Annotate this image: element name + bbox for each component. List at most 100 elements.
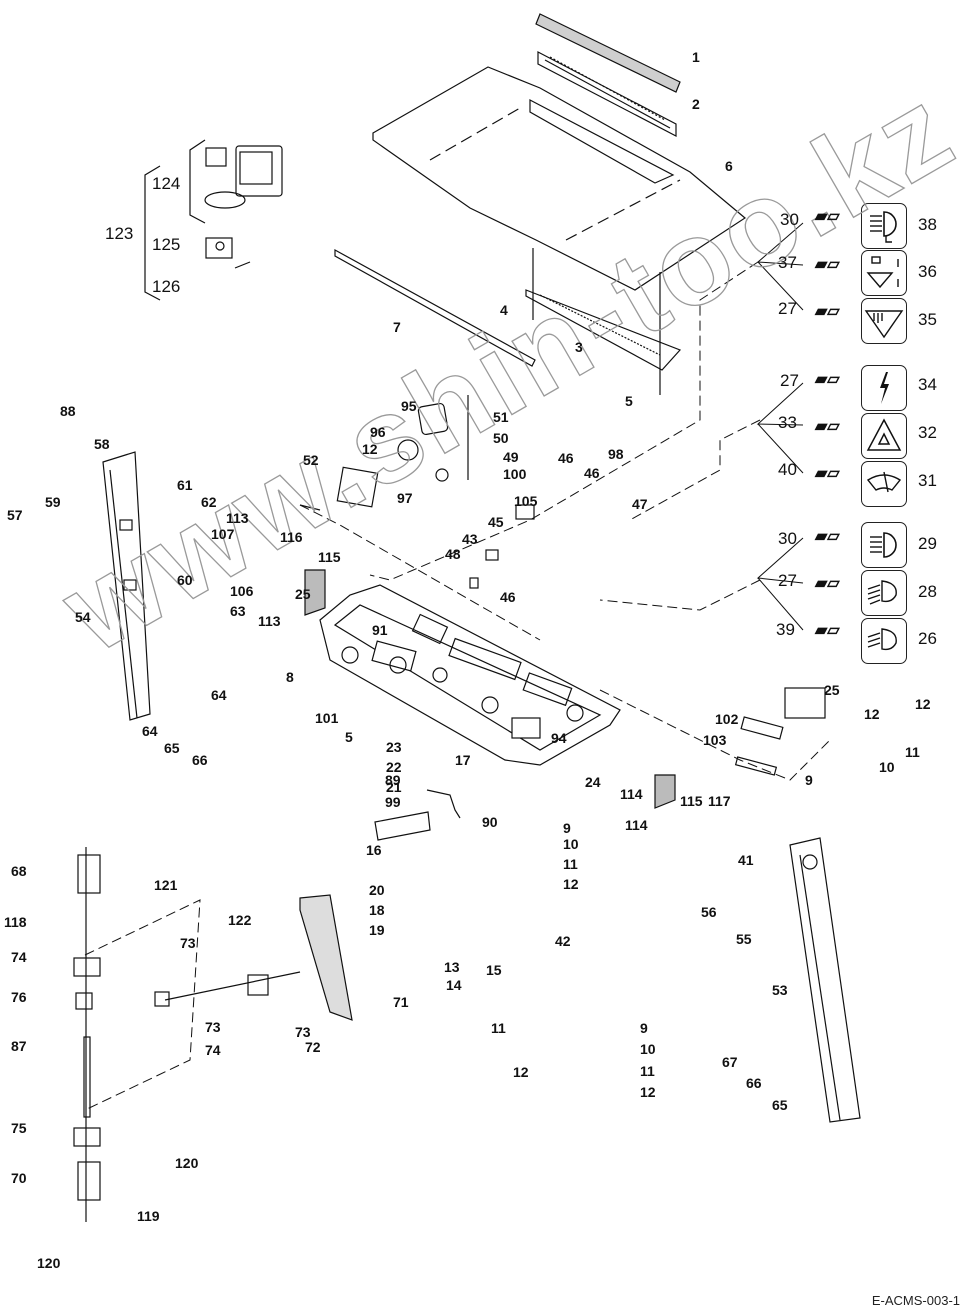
- part-label: 107: [211, 526, 235, 542]
- part-label: 12: [864, 706, 880, 722]
- part-label: 63: [230, 603, 246, 619]
- part-label: 25: [824, 682, 840, 698]
- switch-label: 27: [778, 299, 797, 318]
- part-label: 95: [401, 398, 417, 414]
- symbol-label: 26: [918, 629, 937, 648]
- part-label: 114: [620, 786, 643, 802]
- part-label: 70: [11, 1170, 27, 1186]
- part-label: 119: [137, 1208, 160, 1224]
- part-label: 116: [280, 529, 303, 545]
- part-label: 113: [258, 613, 281, 629]
- part-label: 50: [493, 430, 509, 446]
- electrical-components: [299, 395, 826, 841]
- switch-label: 39: [776, 620, 795, 639]
- work-light-icon: [867, 580, 897, 605]
- part-label: 89: [385, 772, 401, 788]
- symbol-label: 35: [918, 310, 937, 329]
- switch-connector-icon: ▰▱: [815, 371, 840, 388]
- part-label: 10: [640, 1041, 656, 1057]
- door-lock-rod: [73, 847, 353, 1222]
- part-label: 45: [488, 514, 504, 530]
- part-label: 103: [703, 732, 727, 748]
- hazard-symbol: [861, 413, 907, 459]
- cab-tilt-icon: [866, 256, 899, 289]
- switch-connector-icon: ▰▱: [815, 622, 840, 639]
- part-label: 115: [318, 549, 341, 565]
- switch-label: 27: [780, 371, 799, 390]
- part-label: 54: [75, 609, 91, 625]
- rear-work-light-symbol: [861, 618, 907, 664]
- part-label: 115: [680, 793, 703, 809]
- switch-connector-icon: ▰▱: [815, 303, 840, 320]
- switch-label: 27: [778, 571, 797, 590]
- part-label: 72: [305, 1039, 321, 1055]
- part-label: 125: [152, 235, 181, 254]
- part-label: 101: [315, 710, 339, 726]
- switch-label: 30: [780, 210, 799, 229]
- part-label: 73: [180, 935, 196, 951]
- part-label: 88: [60, 403, 76, 419]
- part-label: 24: [585, 774, 601, 790]
- part-label: 46: [584, 465, 600, 481]
- part-label: 67: [722, 1054, 738, 1070]
- part-label: 74: [205, 1042, 221, 1058]
- part-label: 58: [94, 436, 110, 452]
- lightning-icon: [880, 372, 889, 404]
- part-label: 12: [640, 1084, 656, 1100]
- part-label: 11: [640, 1063, 655, 1079]
- wiper-icon: [866, 471, 902, 493]
- part-label: 46: [558, 450, 574, 466]
- part-label: 15: [486, 962, 502, 978]
- part-label: 126: [152, 277, 181, 296]
- part-label: 59: [45, 494, 61, 510]
- part-label: 106: [230, 583, 254, 599]
- part-label: 71: [393, 994, 409, 1010]
- part-label: 20: [369, 882, 385, 898]
- part-label: 68: [11, 863, 27, 879]
- part-label: 11: [905, 744, 920, 760]
- part-label: 11: [563, 856, 578, 872]
- headlight-icon: [870, 532, 897, 558]
- symbol-label: 32: [918, 423, 937, 442]
- part-label: 117: [708, 793, 731, 809]
- part-label: 9: [563, 820, 571, 836]
- switch-tree-lines: [756, 222, 804, 631]
- part-label: 56: [701, 904, 717, 920]
- part-label: 96: [370, 424, 386, 440]
- switch-label: 30: [778, 529, 797, 548]
- part-label: 18: [369, 902, 385, 918]
- rear-work-light-icon: [867, 628, 897, 651]
- part-label: 25: [295, 586, 311, 602]
- drawing-code: E-ACMS-003-1: [871, 1293, 960, 1308]
- high-beam-icon: [870, 211, 897, 243]
- grille-bottom: [525, 248, 682, 395]
- part-label: 105: [514, 493, 538, 509]
- part-label: 76: [11, 989, 27, 1005]
- part-label: 74: [11, 949, 27, 965]
- switch-label: 40: [778, 460, 797, 479]
- part-label: 48: [445, 546, 461, 562]
- part-label: 52: [303, 452, 319, 468]
- part-label: 87: [11, 1038, 27, 1054]
- symbol-label: 29: [918, 534, 937, 553]
- part-label: 102: [715, 711, 739, 727]
- part-label: 55: [736, 931, 752, 947]
- part-label: 61: [177, 477, 193, 493]
- part-label: 47: [632, 496, 648, 512]
- part-label: 73: [295, 1024, 311, 1040]
- part-label: 22: [386, 759, 402, 775]
- part-label: 57: [7, 507, 23, 523]
- switch-connector-icon: ▰▱: [815, 208, 840, 225]
- part-label: 19: [369, 922, 385, 938]
- part-label: 23: [386, 739, 402, 755]
- part-label: 66: [192, 752, 208, 768]
- switch-connector-icon: ▰▱: [815, 256, 840, 273]
- filter-strip: [535, 13, 681, 93]
- part-label: 120: [175, 1155, 199, 1171]
- lightning-symbol: [861, 365, 907, 411]
- part-label: 64: [142, 723, 158, 739]
- part-label: 124: [152, 174, 181, 193]
- part-label: 41: [738, 852, 754, 868]
